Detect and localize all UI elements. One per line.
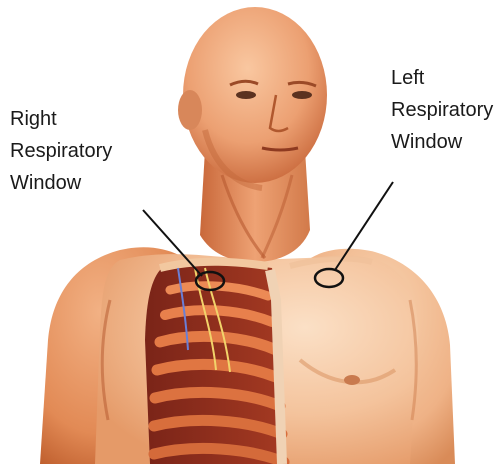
label-line: Respiratory [391, 94, 493, 126]
label-line: Window [391, 126, 493, 158]
label-line: Right [10, 103, 112, 135]
label-line: Left [391, 62, 493, 94]
left-respiratory-window-label: Left Respiratory Window [391, 62, 493, 158]
label-line: Respiratory [10, 135, 112, 167]
right-respiratory-window-label: Right Respiratory Window [10, 103, 112, 199]
label-line: Window [10, 167, 112, 199]
nipple [344, 375, 360, 385]
eye [236, 91, 256, 99]
ear-shape [178, 90, 202, 130]
eye [292, 91, 312, 99]
